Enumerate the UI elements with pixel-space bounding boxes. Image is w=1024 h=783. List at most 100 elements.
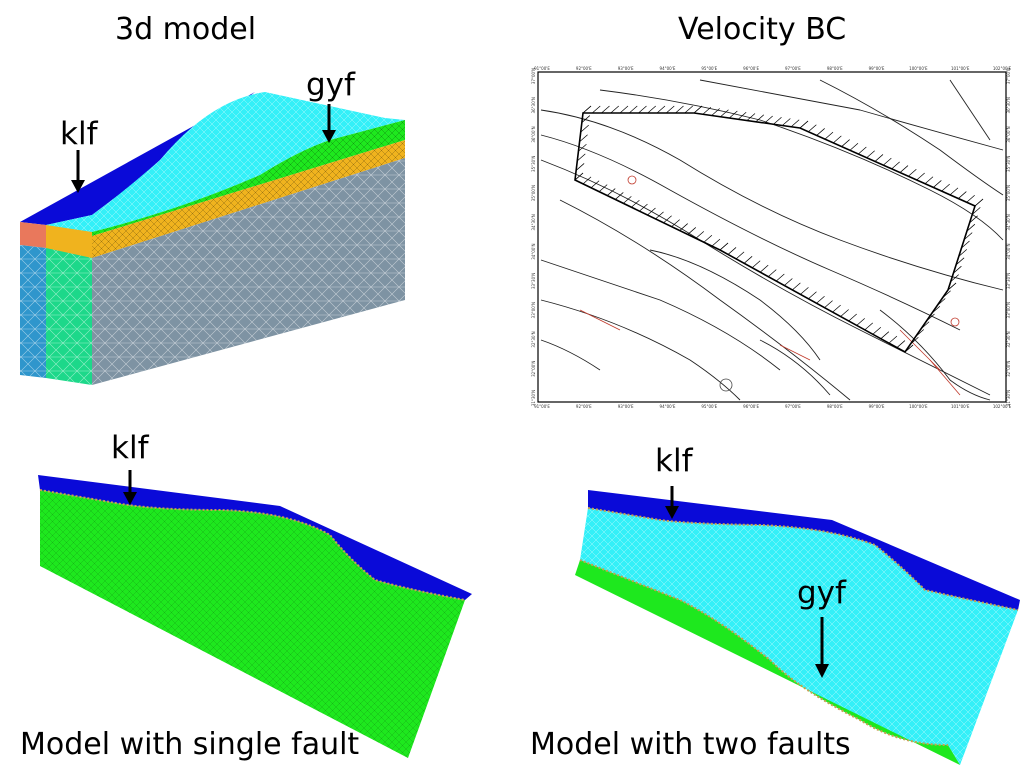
velocity-vector (874, 154, 884, 162)
velocity-vector (856, 318, 865, 326)
velocity-vector (841, 139, 850, 147)
map-tick-bottom: 102°00'E (993, 404, 1012, 409)
map-tick-bottom: 99°00'E (869, 404, 885, 409)
velocity-vector (755, 114, 765, 123)
velocity-vector (647, 105, 656, 114)
map-tick-right: 31°30'N (1006, 390, 1011, 406)
velocity-vector (759, 264, 769, 273)
velocity-vector (848, 313, 857, 322)
label-klf-single: klf (111, 430, 149, 466)
map-tick-bottom: 94°00'E (660, 404, 676, 409)
velocity-vector (695, 231, 705, 239)
velocity-vector (849, 143, 859, 151)
velocity-vector (866, 150, 875, 158)
velocity-vector (590, 180, 600, 189)
velocity-vector (580, 124, 589, 133)
velocity-vector (966, 223, 976, 232)
map-tick-top: 96°00'E (743, 66, 759, 71)
velocity-vector (790, 119, 800, 128)
velocity-vector (963, 232, 973, 240)
velocity-vector (598, 184, 608, 192)
map-tick-bottom: 100°00'E (909, 404, 928, 409)
map-tick-top: 97°00'E (785, 66, 801, 71)
velocity-vector (824, 131, 834, 140)
velocity-vector (833, 135, 842, 144)
velocity-vector (949, 187, 959, 196)
map-tick-bottom: 92°00'E (576, 404, 592, 409)
velocity-vector (924, 176, 934, 184)
velocity-vector (574, 172, 584, 181)
velocity-vector (816, 128, 825, 136)
velocity-vector (606, 188, 616, 196)
velocity-vector (711, 238, 721, 247)
velocity-vector (768, 269, 777, 277)
velocity-vector (858, 146, 867, 155)
velocity-vector (647, 207, 656, 216)
panel-title-velocity-bc: Velocity BC (678, 12, 847, 47)
map-tick-left: 33°00'N (531, 302, 536, 318)
velocity-vector (623, 196, 632, 204)
map-tick-top: 91°00'E (534, 66, 550, 71)
two-faults-blue-block (588, 490, 1020, 610)
velocity-vector (872, 326, 882, 335)
velocity-vector (915, 329, 924, 337)
velocity-vector (579, 134, 588, 142)
velocity-vector (582, 105, 592, 114)
map-tick-right: 37°00'N (1006, 68, 1011, 84)
velocity-vector (743, 256, 753, 264)
velocity-vector (916, 172, 925, 181)
velocity-vector (908, 169, 917, 177)
label-klf-two: klf (655, 443, 693, 479)
velocity-vector (629, 105, 638, 114)
map-tick-right: 36°30'N (1006, 97, 1011, 113)
velocity-vector (832, 304, 841, 313)
velocity-vector (931, 305, 941, 314)
klf-fault-line-single (39, 489, 466, 601)
velocity-vector (950, 274, 959, 282)
map-tick-top: 100°00'E (909, 66, 928, 71)
velocity-vector (899, 165, 909, 173)
map-tick-right: 33°30'N (1006, 273, 1011, 289)
map-tick-top: 95°00'E (701, 66, 717, 71)
velocity-vector (639, 203, 648, 212)
velocity-vector (974, 198, 984, 207)
velocity-vector (578, 144, 587, 152)
map-tick-right: 35°30'N (1006, 156, 1011, 172)
velocity-vector (942, 290, 951, 299)
map-tick-bottom: 101°00'E (951, 404, 970, 409)
velocity-vector (864, 322, 874, 331)
velocity-vector (679, 223, 688, 231)
velocity-vector (751, 260, 761, 269)
map-tick-left: 31°30'N (531, 390, 536, 406)
map-tick-left: 36°30'N (531, 97, 536, 113)
velocity-vector (941, 183, 950, 192)
map-tick-right: 36°00'N (1006, 126, 1011, 142)
velocity-vector (577, 153, 586, 162)
velocity-vector (961, 240, 970, 249)
map-tick-top: 93°00'E (618, 66, 634, 71)
map-tick-bottom: 95°00'E (701, 404, 717, 409)
map-tick-top: 101°00'E (951, 66, 970, 71)
velocity-vector (615, 192, 624, 200)
velocity-vector (799, 120, 809, 129)
velocity-vector (729, 110, 738, 119)
velocity-vector (773, 116, 782, 125)
velocity-vector (601, 105, 610, 114)
map-tick-bottom: 93°00'E (618, 404, 634, 409)
velocity-vector (764, 115, 773, 124)
map-tick-right: 34°30'N (1006, 214, 1011, 230)
velocity-vector (592, 105, 601, 114)
map-tick-bottom: 96°00'E (743, 404, 759, 409)
map-tick-top: 92°00'E (576, 66, 592, 71)
map-frame (537, 71, 1007, 403)
map-tick-left: 34°00'N (531, 243, 536, 259)
velocity-vector (888, 335, 898, 344)
velocity-vector (800, 287, 809, 295)
map-tick-right: 35°00'N (1006, 185, 1011, 201)
velocity-vector (958, 191, 967, 199)
map-tick-right: 32°30'N (1006, 331, 1011, 347)
velocity-vector (735, 251, 745, 260)
